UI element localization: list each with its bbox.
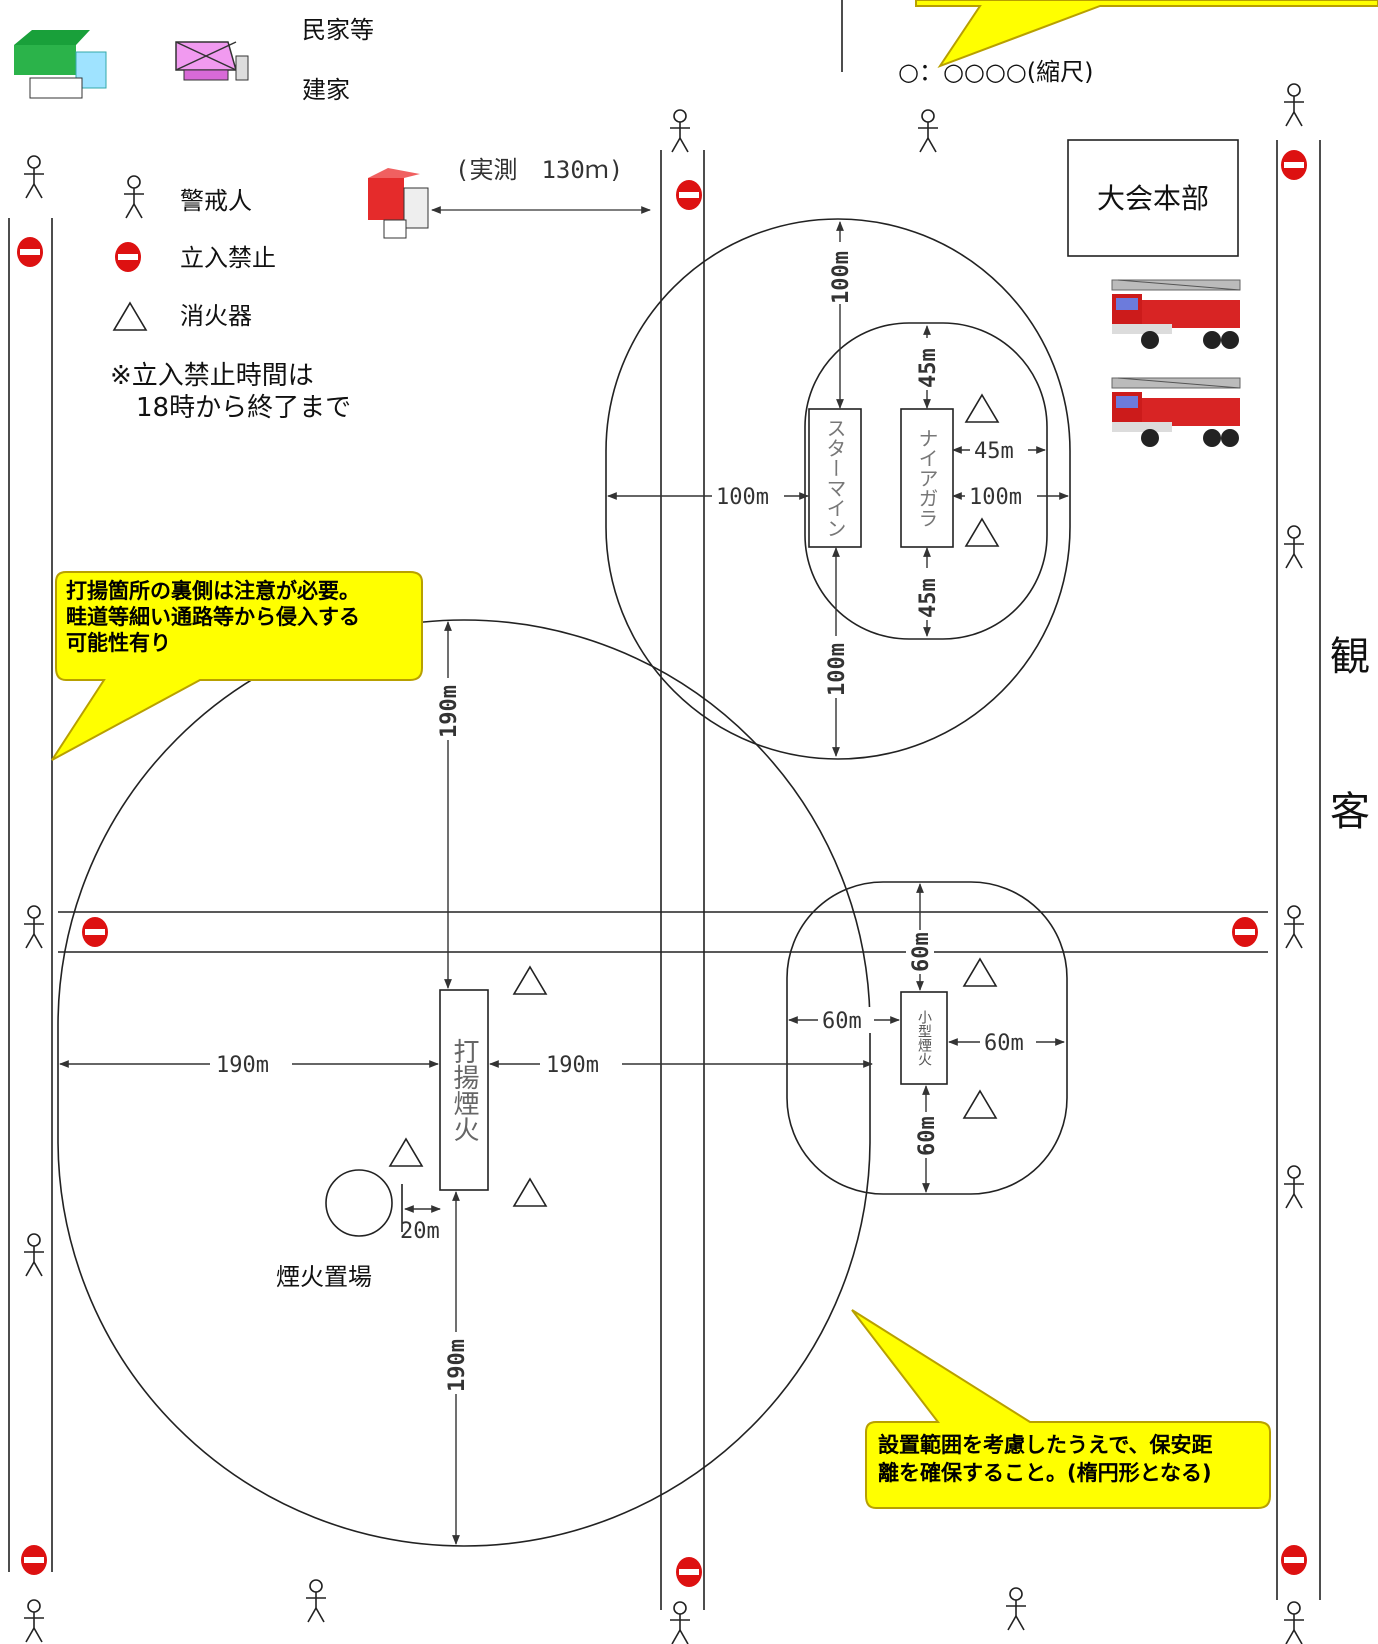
callout-left-line-3: 可能性有り (66, 631, 171, 655)
dim-20: 20m (400, 1219, 440, 1244)
dim-45-top: 45m (916, 348, 941, 388)
callout-left: 打揚箇所の裏側は注意が必要。 畦道等細い通路等から侵入する 可能性有り (51, 571, 423, 761)
dim-190-top: 190m (437, 685, 462, 738)
callout-left-line-1: 打揚箇所の裏側は注意が必要。 (66, 579, 360, 603)
callout-top-partial (915, 0, 1378, 69)
legend-shokaki-label: 消火器 (180, 302, 252, 330)
no-entry-icon (21, 1545, 47, 1575)
dim-100-top: 100m (829, 251, 854, 304)
guard-icon (917, 109, 939, 153)
storage-circle (325, 1169, 393, 1237)
no-entry-icon (82, 917, 108, 947)
road-left (8, 218, 53, 1572)
guard-icon (1283, 83, 1305, 127)
no-entry-icon (676, 180, 702, 210)
extinguisher-icon (513, 966, 547, 995)
dim-45-bottom: 45m (916, 578, 941, 618)
kogata-box (900, 991, 948, 1085)
firetruck-icon (1111, 279, 1241, 350)
dim-190-bottom: 190m (445, 1339, 470, 1392)
spectator-char-1: 観 (1330, 634, 1370, 680)
firetruck-icon (1111, 377, 1241, 448)
dim-60-right: 60m (984, 1031, 1024, 1056)
no-entry-icon (676, 1557, 702, 1587)
legend-extinguisher-icon (113, 302, 147, 331)
guard-icon (1283, 905, 1305, 949)
guard-icon (1283, 1165, 1305, 1209)
callout-bottom: 設置範囲を考慮したうえで、保安距 離を確保すること。(楕円形となる) (851, 1309, 1271, 1509)
guard-icon (23, 1599, 45, 1643)
dim-100-bottom: 100m (825, 643, 850, 696)
safety-zone-kogata (786, 881, 1068, 1195)
starmine-label: スターマイン (823, 418, 847, 538)
callout-bottom-line-2: 離を確保すること。(楕円形となる) (878, 1461, 1212, 1485)
hq-box (1067, 139, 1239, 257)
guard-icon (1283, 525, 1305, 569)
guard-icon (23, 905, 45, 949)
road-right (1276, 140, 1321, 1600)
dim-190-mid: 190m (546, 1053, 599, 1078)
no-entry-icon (1281, 1545, 1307, 1575)
kogata-label: 小型煙火 (916, 1010, 932, 1066)
extinguisher-icon (965, 518, 999, 547)
guard-icon (669, 1601, 691, 1644)
dim-60-left: 60m (822, 1009, 862, 1034)
safety-zone-niagara (804, 322, 1048, 640)
guard-icon (23, 155, 45, 199)
dim-100-left: 100m (716, 485, 769, 510)
starmine-box (808, 408, 862, 548)
legend-no-entry-icon (115, 242, 141, 272)
no-entry-icon (1281, 150, 1307, 180)
dim-60-bottom: 60m (915, 1116, 940, 1156)
spectator-char-2: 客 (1330, 789, 1370, 835)
extinguisher-icon (963, 958, 997, 987)
extinguisher-icon (965, 394, 999, 423)
house-icon-red (368, 168, 429, 239)
house-icon-green (14, 30, 107, 99)
callout-bottom-line-1: 設置範囲を考慮したうえで、保安距 (878, 1433, 1213, 1457)
no-entry-icon (17, 237, 43, 267)
callout-left-line-2: 畦道等細い通路等から侵入する (66, 605, 360, 629)
storage-label: 煙火置場 (276, 1263, 372, 1291)
safety-zone-uchiage (57, 619, 871, 1547)
guard-icon (1005, 1587, 1027, 1631)
guard-icon (669, 109, 691, 153)
guard-icon (23, 1233, 45, 1277)
niagara-label: ナイアガラ (915, 428, 939, 528)
dim-190-left: 190m (216, 1053, 269, 1078)
safety-zone-starmine (605, 218, 1071, 760)
legend-tachiiri-label: 立入禁止 (180, 244, 276, 272)
dim-60-top: 60m (909, 932, 934, 972)
building-icon-pink (175, 41, 249, 81)
legend-keikainin-label: 警戒人 (180, 187, 252, 215)
legend-guard-icon (123, 175, 145, 219)
no-entry-icon (1232, 917, 1258, 947)
road-center (660, 150, 705, 1610)
guard-icon (1283, 1601, 1305, 1644)
hq-label: 大会本部 (1097, 182, 1209, 215)
legend-kenka-label: 建家 (302, 76, 350, 104)
road-horizontal (58, 911, 1268, 953)
legend-minka-label: 民家等 (302, 16, 374, 44)
uchiage-label: 打揚煙火 (449, 1038, 479, 1142)
note-line-1: ※立入禁止時間は (110, 361, 314, 391)
note-line-2: 18時から終了まで (136, 393, 351, 423)
dim-100-right: 100m (969, 485, 1022, 510)
extinguisher-icon (513, 1178, 547, 1207)
extinguisher-icon (389, 1138, 423, 1167)
dim-45-right: 45m (974, 439, 1014, 464)
uchiage-box (439, 989, 489, 1191)
scale-text: ○：○○○○(縮尺) (898, 58, 1093, 86)
guard-icon (305, 1579, 327, 1623)
niagara-box (900, 408, 954, 548)
distance-130-label: (実測 130ｍ) (455, 156, 623, 184)
extinguisher-icon (963, 1090, 997, 1119)
